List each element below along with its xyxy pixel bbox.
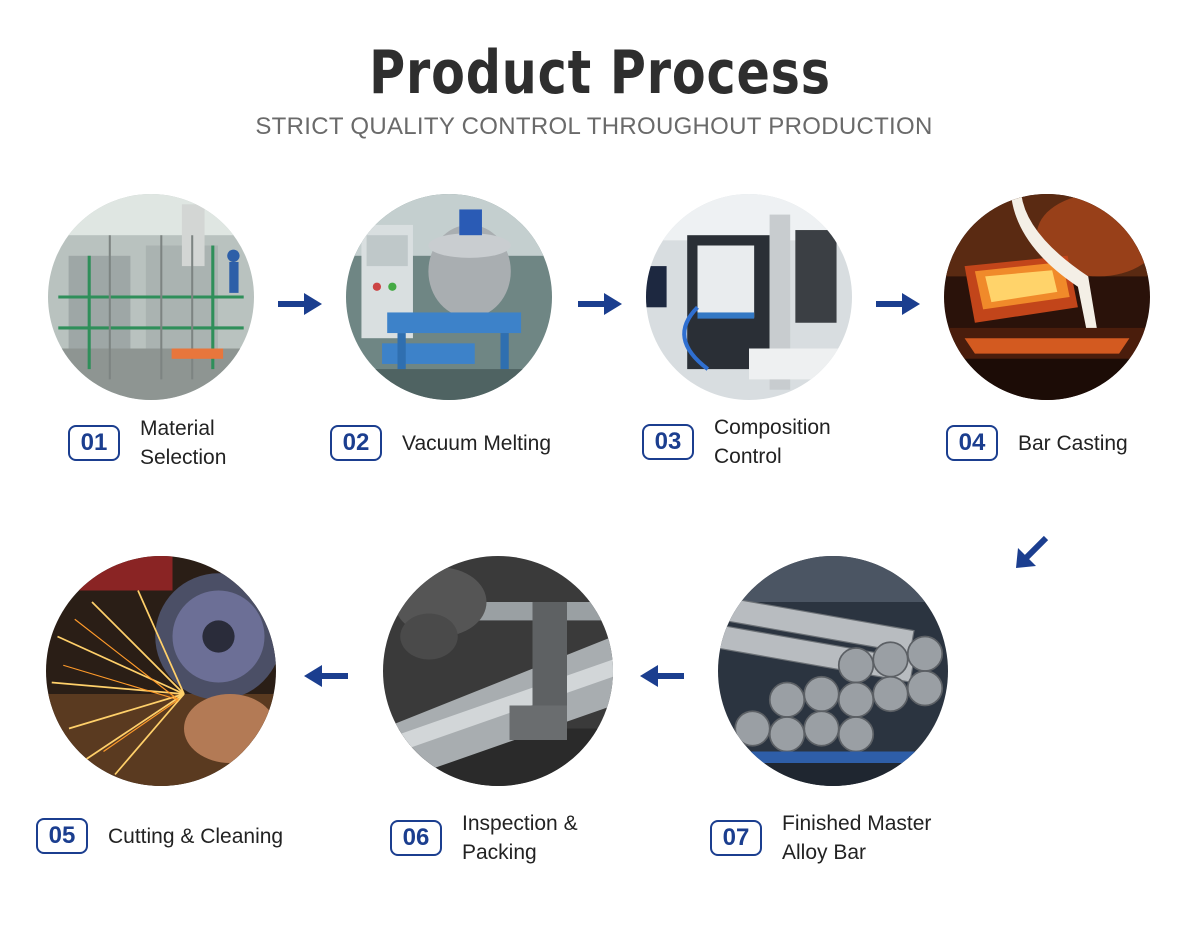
step-06-label: 06 Inspection & Packing [390, 809, 578, 867]
step-number: 04 [946, 425, 998, 461]
arrow-right-icon [578, 293, 622, 315]
arrow-right-icon [876, 293, 920, 315]
finished-alloy-bar-photo [718, 556, 948, 786]
step-number: 06 [390, 820, 442, 856]
composition-control-photo [646, 194, 852, 400]
step-04-label: 04 Bar Casting [946, 425, 1128, 461]
step-name: Bar Casting [1018, 431, 1128, 455]
arrow-down-left-icon [1016, 535, 1049, 568]
material-selection-photo [48, 194, 254, 400]
step-name: Vacuum Melting [402, 431, 552, 455]
step-number: 07 [710, 820, 762, 856]
step-07-label: 07 Finished Master Alloy Bar [710, 809, 931, 867]
step-name-line-2: Selection [140, 446, 227, 469]
vacuum-melting-photo [346, 194, 552, 400]
page-title: Product Process [369, 38, 831, 108]
step-number: 05 [36, 818, 88, 854]
step-name-line-1: Inspection & [462, 812, 578, 835]
step-name-line-2: Alloy Bar [782, 841, 867, 864]
step-name-line-1: Finished Master [782, 812, 932, 835]
step-name-line-2: Packing [462, 841, 537, 864]
step-name: Material Selection [140, 414, 226, 472]
cutting-cleaning-photo [46, 556, 276, 786]
step-number: 02 [330, 425, 382, 461]
step-name-line-2: Control [714, 445, 782, 468]
inspection-packing-photo [383, 556, 613, 786]
step-name-line-1: Composition [714, 416, 831, 439]
page-subtitle: STRICT QUALITY CONTROL THROUGHOUT PRODUC… [255, 113, 933, 140]
bar-casting-photo [944, 194, 1150, 400]
step-01-label: 01 Material Selection [68, 414, 226, 472]
step-name: Cutting & Cleaning [108, 824, 284, 848]
step-number: 01 [68, 425, 120, 461]
step-name-line-1: Material [140, 417, 215, 440]
arrow-left-icon [640, 665, 684, 687]
arrow-left-icon [304, 665, 348, 687]
arrow-right-icon [278, 293, 322, 315]
step-02-label: 02 Vacuum Melting [330, 425, 551, 461]
step-05-label: 05 Cutting & Cleaning [36, 818, 283, 854]
step-name: Finished Master Alloy Bar [782, 809, 931, 867]
step-name: Inspection & Packing [462, 809, 578, 867]
step-name: Composition Control [714, 413, 831, 471]
step-number: 03 [642, 424, 694, 460]
step-03-label: 03 Composition Control [642, 413, 831, 471]
